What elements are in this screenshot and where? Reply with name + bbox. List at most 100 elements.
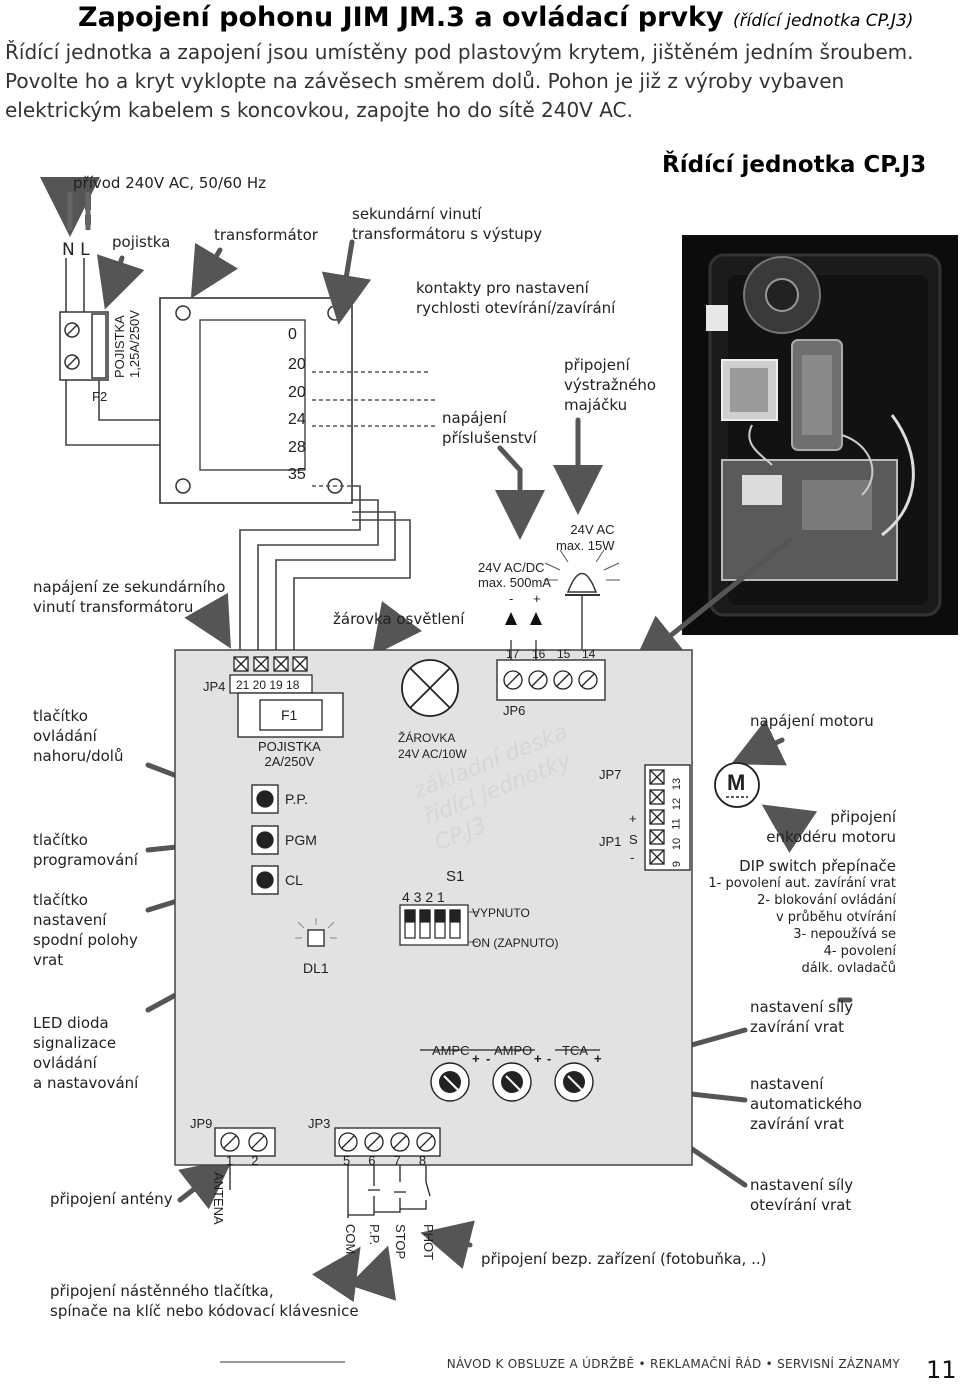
cl-button-label: CL xyxy=(285,872,303,888)
jp6-block xyxy=(496,640,606,701)
motor-symbol xyxy=(714,762,760,808)
jp1-plus: + xyxy=(629,811,637,826)
page-title: Zapojení pohonu JIM JM.3 a ovládací prvk… xyxy=(78,2,914,33)
programming-button-note: tlačítko programování xyxy=(33,831,138,869)
up-down-button-note: tlačítko ovládání nahoru/dolů xyxy=(33,707,124,765)
control-unit-photo xyxy=(682,235,958,635)
led-dl1 xyxy=(295,918,337,947)
dip-switch-legend: 1- povolení aut. zavírání vrat 2- blokov… xyxy=(708,876,896,976)
board-buttons xyxy=(251,784,279,895)
beacon-label: připojení výstražného majáčku xyxy=(564,356,657,414)
trimmer-ampo-minus: - xyxy=(486,1051,491,1066)
tap-0: 0 xyxy=(288,326,297,343)
secondary-supply-label: napájení ze sekundárního vinutí transfor… xyxy=(33,578,226,616)
phot-terminal-label: PHOT xyxy=(421,1224,436,1261)
pgm-button-label: PGM xyxy=(285,832,317,848)
fuse-rating: POJISTKA 1,25A/250V xyxy=(112,310,142,378)
tap-1: 20 xyxy=(288,356,306,373)
led-note: LED dioda signalizace ovládání a nastavo… xyxy=(33,1014,139,1092)
dip-switch xyxy=(399,904,469,946)
tap-3: 24 xyxy=(288,411,306,428)
motor-pin-10: 10 xyxy=(671,837,684,851)
dl1-label: DL1 xyxy=(303,960,329,976)
jp6-label: JP6 xyxy=(503,703,526,718)
speed-contacts-label: kontakty pro nastavení rychlosti otevírá… xyxy=(416,279,616,317)
jp6-pin-14: 14 xyxy=(582,647,596,661)
accessory-rating: 24V AC/DC max. 500mA xyxy=(478,560,551,590)
secondary-winding-label: sekundární vinutí transformátoru s výstu… xyxy=(352,205,543,243)
lamp-rating: ŽÁROVKA 24V AC/10W xyxy=(398,731,467,761)
force-open-note: nastavení síly otevírání vrat xyxy=(750,1176,854,1214)
footer-text: NÁVOD K OBSLUZE A ÚDRŽBĚ • REKLAMAČNÍ ŘÁ… xyxy=(446,1357,900,1371)
jp6-pin-15: 15 xyxy=(557,647,571,661)
motor-power-note: napájení motoru xyxy=(750,712,874,730)
jp6-pin-17: 17 xyxy=(506,647,520,661)
f1-rating: POJISTKA 2A/250V xyxy=(258,739,321,769)
jp4-label: JP4 xyxy=(203,679,226,694)
fuse-label: pojistka xyxy=(112,233,171,251)
dip-on-label: ON (ZAPNUTO) xyxy=(472,936,559,950)
trimmer-ampc-plus: + xyxy=(472,1051,480,1066)
s1-label: S1 xyxy=(446,868,465,885)
f1-fuse xyxy=(237,692,344,738)
page-number: 11 xyxy=(926,1356,957,1384)
lower-position-button-note: tlačítko nastavení spodní polohy vrat xyxy=(33,891,138,969)
dip-numbers: 4 3 2 1 xyxy=(402,889,445,905)
beacon-rating: 24V AC max. 15W xyxy=(556,522,615,553)
jp1-minus: - xyxy=(630,850,635,865)
pp-button-label: P.P. xyxy=(285,791,308,807)
force-close-note: nastavení síly zavírání vrat xyxy=(750,998,854,1036)
beacon-lamp xyxy=(544,549,620,650)
trimmer-tca-label: TCA xyxy=(562,1043,588,1058)
jp3-block xyxy=(334,1127,441,1157)
trimmers xyxy=(420,1049,600,1102)
antenna-note: připojení antény xyxy=(50,1190,173,1208)
motor-pin-9: 9 xyxy=(671,860,684,868)
jp6-pin-16: 16 xyxy=(532,647,546,661)
supply-arrows xyxy=(40,177,100,237)
dip-off-label: VYPNUTO xyxy=(472,906,530,920)
stop-terminal-label: STOP xyxy=(393,1224,408,1260)
jp3-pins: 5 6 7 8 xyxy=(343,1153,427,1168)
intro-text: Řídící jednotka a zapojení jsou umístěny… xyxy=(5,40,914,122)
transformer-label: transformátor xyxy=(214,226,318,244)
trimmer-tca-plus: + xyxy=(594,1051,602,1066)
trimmer-tca-minus: - xyxy=(547,1051,552,1066)
trimmer-ampc-label: AMPC xyxy=(432,1043,470,1058)
safety-device-note: připojení bezp. zařízení (fotobuňka, ..) xyxy=(481,1250,767,1268)
auto-close-note: nastavení automatického zavírání vrat xyxy=(750,1075,862,1133)
accessory-minus: - xyxy=(509,591,514,606)
motor-pin-13: 13 xyxy=(671,777,684,791)
lamp-label: žárovka osvětlení xyxy=(333,610,465,628)
supply-label: přívod 240V AC, 50/60 Hz xyxy=(73,174,267,192)
jp7-label: JP7 xyxy=(599,767,622,782)
motor-pin-12: 12 xyxy=(671,797,684,811)
fuse-block xyxy=(59,311,109,381)
nl-label: N L xyxy=(62,240,90,260)
tap-4: 28 xyxy=(288,439,306,456)
tap-2: 20 xyxy=(288,384,306,401)
trimmer-ampo-plus: + xyxy=(534,1051,542,1066)
jp9-pins: 1 2 xyxy=(226,1153,259,1168)
jp4-terminals xyxy=(233,656,308,672)
jp3-label: JP3 xyxy=(308,1116,331,1131)
supply-lines xyxy=(67,192,91,230)
pp-terminal-label: P.P. xyxy=(367,1224,382,1246)
page-subtitle: (řídící jednotka CP.J3) xyxy=(732,11,914,31)
f1-label: F1 xyxy=(281,707,298,723)
tap-5: 35 xyxy=(288,466,306,483)
dip-switch-title: DIP switch přepínače xyxy=(739,857,896,875)
lamp-symbol xyxy=(401,659,459,717)
jp1-s: S xyxy=(629,832,638,847)
jp9-label: JP9 xyxy=(190,1116,213,1131)
accessory-label: napájení příslušenství xyxy=(442,409,537,447)
motor-symbol-label: M xyxy=(727,770,746,795)
motor-terminals xyxy=(644,764,691,871)
accessory-plus: + xyxy=(533,591,541,606)
jp1-label: JP1 xyxy=(599,834,622,849)
com-terminal-label: COM xyxy=(343,1224,358,1255)
jp9-block xyxy=(214,1127,276,1190)
jp4-pins: 21 20 19 18 xyxy=(236,678,300,692)
photo-heading: Řídící jednotka CP.J3 xyxy=(662,152,927,178)
